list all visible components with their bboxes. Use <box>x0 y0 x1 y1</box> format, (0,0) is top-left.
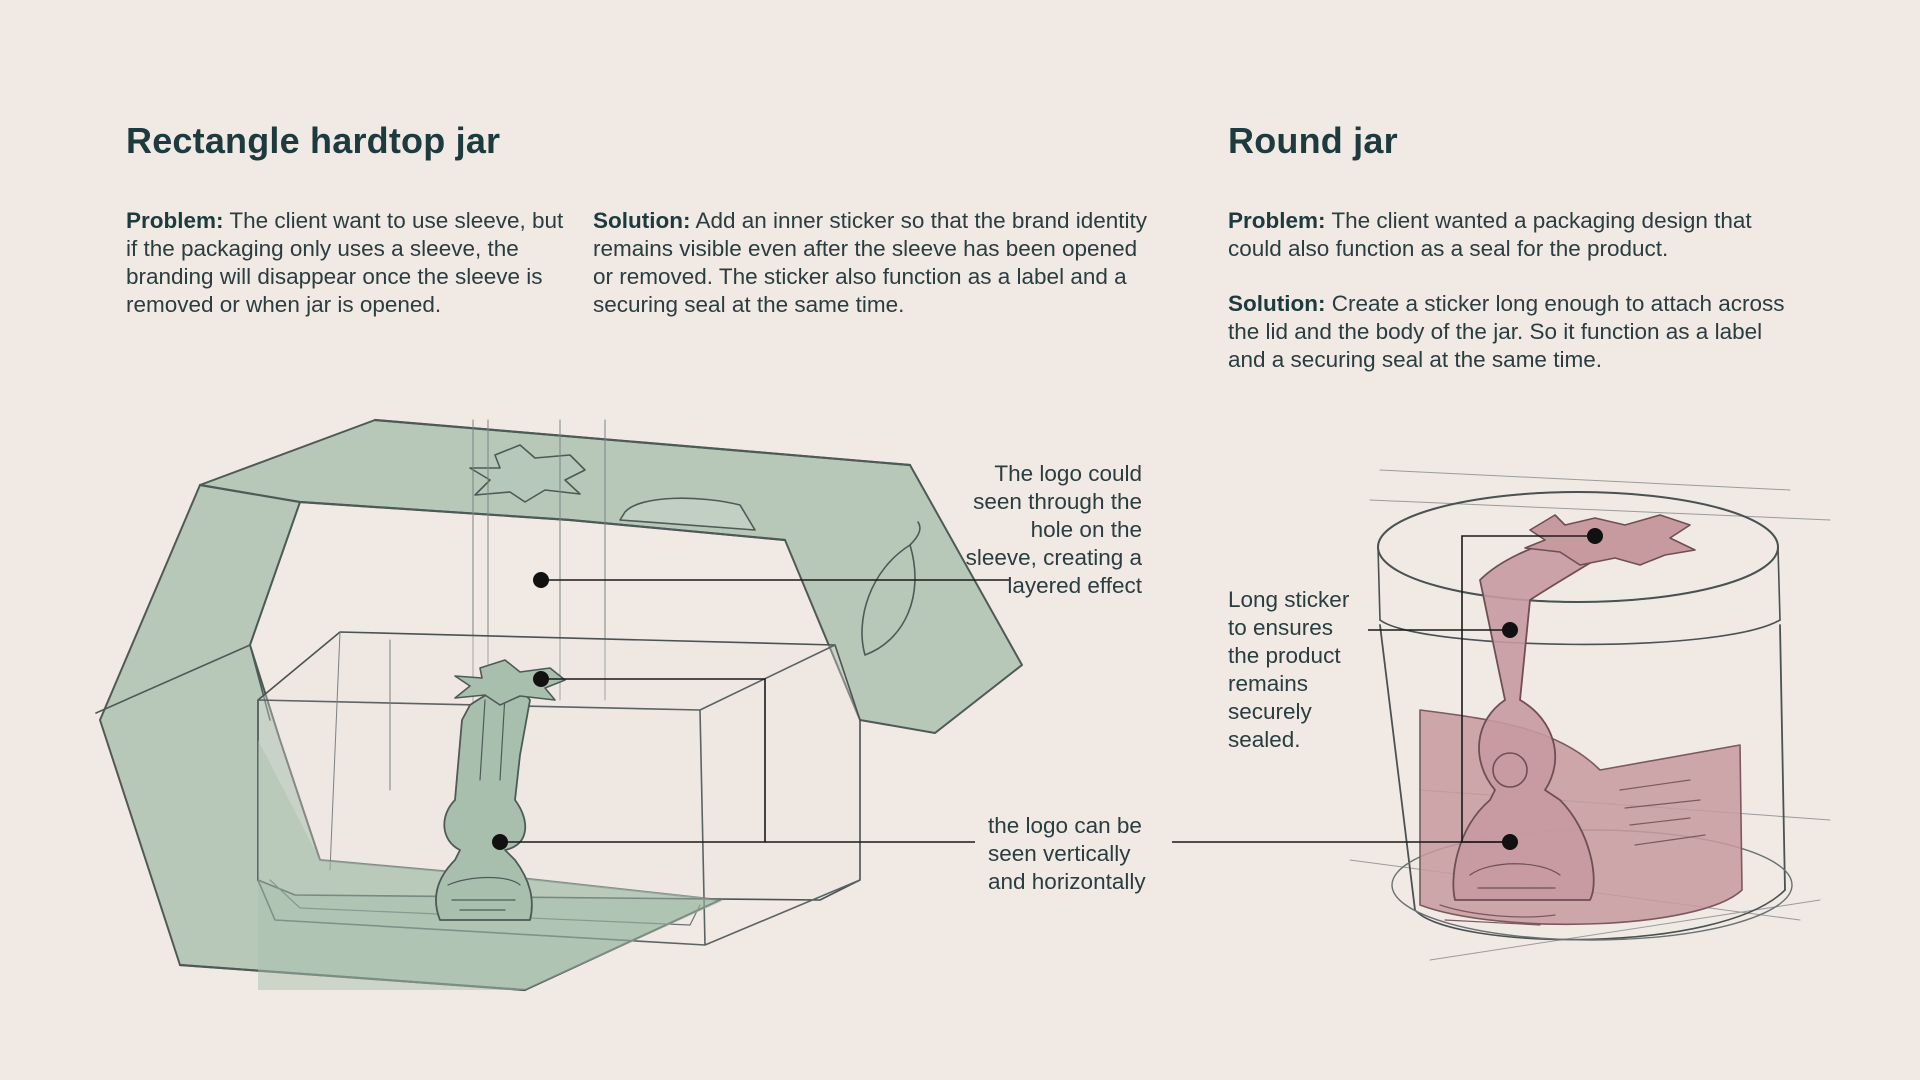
callout-lines <box>500 535 1595 843</box>
jar-box <box>257 631 861 901</box>
round-jar-problem: Problem: The client wanted a packaging d… <box>1228 207 1798 263</box>
rectangle-jar-title: Rectangle hardtop jar <box>126 120 501 161</box>
dot-round-logo <box>1502 834 1518 850</box>
callout-logo-through-hole: The logo could seen through the hole on … <box>965 461 1142 598</box>
solution-label: Solution: <box>1228 291 1326 316</box>
callout-logo-vertical-horizontal: the logo can be seen vertically and hori… <box>988 813 1146 894</box>
callout-dots <box>492 528 1603 850</box>
dot-long-sticker <box>1502 622 1518 638</box>
rectangle-jar-problem: Problem: The client want to use sleeve, … <box>126 207 566 319</box>
round-jar-title: Round jar <box>1228 120 1398 161</box>
dot-sticker-star <box>533 671 549 687</box>
round-jar-sketch <box>1349 469 1831 961</box>
dot-sleeve-hole <box>533 572 549 588</box>
callout-long-sticker: Long sticker to ensures the product rema… <box>1228 587 1350 752</box>
problem-label: Problem: <box>1228 208 1326 233</box>
solution-text: Create a sticker long enough to attach a… <box>1228 291 1785 372</box>
problem-text: The client wanted a packaging design tha… <box>1228 208 1752 261</box>
round-jar-solution: Solution: Create a sticker long enough t… <box>1228 290 1798 374</box>
solution-text: Add an inner sticker so that the brand i… <box>593 208 1148 317</box>
dot-sticker-logo <box>492 834 508 850</box>
solution-label: Solution: <box>593 208 691 233</box>
dot-lid-star <box>1587 528 1603 544</box>
problem-label: Problem: <box>126 208 224 233</box>
rectangle-jar-solution: Solution: Add an inner sticker so that t… <box>593 207 1148 319</box>
problem-text: The client want to use sleeve, but if th… <box>126 208 564 317</box>
rectangle-jar-sketch <box>95 418 1023 992</box>
inner-sticker <box>434 686 533 921</box>
